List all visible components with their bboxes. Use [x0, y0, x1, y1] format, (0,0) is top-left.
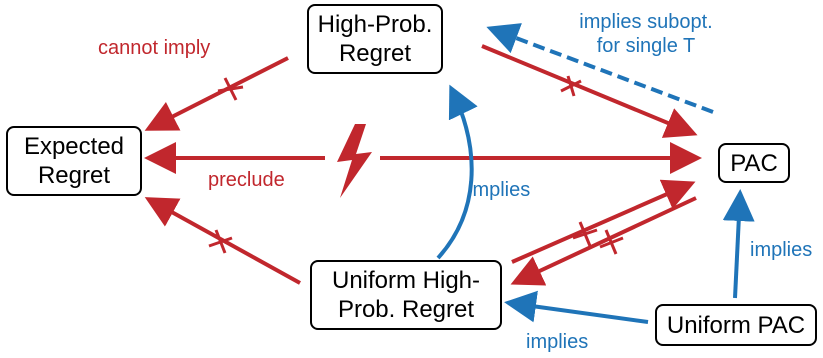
edge-upac-to-pac [722, 189, 755, 299]
edge-hp-to-pac [481, 44, 698, 138]
label-implies-bottom: implies [526, 331, 589, 353]
node-pac: PAC [718, 143, 790, 183]
node-line: High-Prob. [317, 11, 433, 38]
edge-upac-to-uhp [504, 290, 649, 324]
node-expected-regret: Expected Regret [6, 126, 142, 196]
edge-pac-to-uhp [510, 196, 697, 286]
lightning-icon [337, 124, 372, 198]
label-implies-center: implies [468, 179, 531, 201]
node-uniform-hp-regret: Uniform High- Prob. Regret [310, 260, 502, 330]
edge-pac-to-hp-dashed [486, 23, 714, 114]
label-implies-right: implies [750, 239, 813, 261]
label-cannot-imply: cannot imply [98, 37, 211, 59]
label-line: for single T [596, 35, 696, 57]
label-line: implies subopt. [579, 11, 713, 33]
edge-preclude [144, 124, 702, 198]
label-implies-subopt: implies subopt. for single T [566, 10, 726, 58]
node-line: Expected [23, 133, 125, 160]
node-line: Uniform PAC [666, 311, 806, 339]
node-uniform-pac: Uniform PAC [655, 304, 817, 346]
edge-uhp-to-expected [144, 197, 301, 285]
label-preclude: preclude [208, 169, 285, 191]
node-high-prob-regret: High-Prob. Regret [307, 4, 443, 74]
edge-uhp-to-hp [436, 84, 478, 260]
node-line: Regret [338, 40, 412, 67]
node-line: Prob. Regret [337, 296, 475, 323]
node-line: Regret [37, 162, 111, 189]
node-line: PAC [730, 149, 778, 177]
node-line: Uniform High- [331, 267, 481, 294]
edge-uhp-to-pac [511, 179, 696, 264]
edge-hp-to-expected [144, 56, 289, 131]
